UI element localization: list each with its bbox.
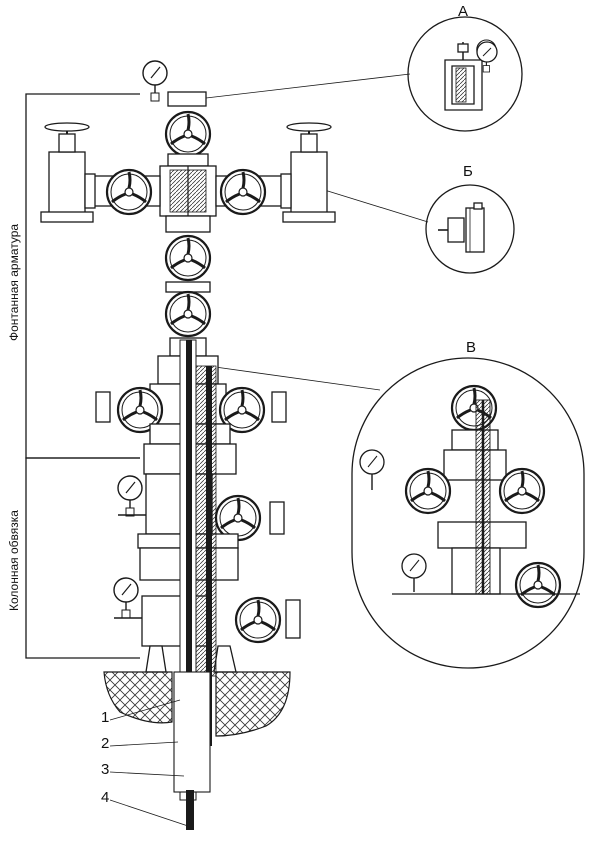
casing-2-handwheel-icon [234, 596, 282, 644]
central-strings [173, 339, 217, 830]
callout-v-letter: В [466, 339, 476, 356]
right-outer-valve [280, 122, 336, 223]
right-wing-handwheel-icon [219, 168, 267, 216]
number-leaders [109, 699, 189, 827]
master-valve-1-handwheel-icon [164, 234, 212, 282]
top-valve-handwheel-icon [164, 110, 212, 158]
label-kolonnaya-obvyazka: Колонная обвязка [7, 510, 21, 611]
callout-v [351, 357, 585, 669]
part-number-1: 1 [101, 709, 109, 726]
callout-b-letter: Б [463, 163, 473, 180]
casing-2-pressure-gauge-icon [113, 577, 139, 619]
left-wing-handwheel-icon [105, 168, 153, 216]
ground-hatch [103, 671, 291, 737]
part-number-2: 2 [101, 735, 109, 752]
part-number-3: 3 [101, 761, 109, 778]
top-pressure-gauge-icon [142, 60, 168, 102]
callout-b [425, 184, 515, 274]
label-fontannaya-armatura: Фонтанная арматура [7, 224, 21, 341]
side-brackets [25, 93, 140, 659]
top-cap [167, 91, 207, 107]
christmas-tree [40, 60, 336, 357]
left-outer-valve [40, 122, 96, 223]
callout-a-letter: А [458, 3, 468, 20]
casing-1-pressure-gauge-icon [117, 475, 143, 517]
callout-a [407, 16, 523, 132]
leader-lines [205, 73, 429, 391]
part-number-4: 4 [101, 789, 109, 806]
master-valve-2-handwheel-icon [164, 290, 212, 338]
